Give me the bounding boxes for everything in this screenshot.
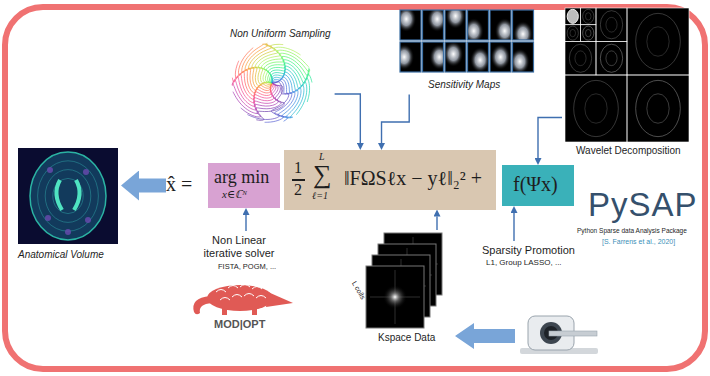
wavelet-image bbox=[565, 8, 689, 142]
math-limit: ℓ=1 bbox=[312, 190, 328, 202]
math-operator: arg min bbox=[214, 167, 269, 188]
image-caption: Anatomical Volume bbox=[18, 249, 104, 261]
annotation: Non Linear iterative solver bbox=[196, 234, 282, 259]
pangolin-logo bbox=[193, 285, 293, 316]
leader-arrow bbox=[245, 215, 246, 231]
block-arrow bbox=[139, 179, 166, 193]
math-term: f(Ψx) bbox=[513, 173, 558, 196]
math-sum: ∑ bbox=[313, 160, 332, 190]
annotation: Sparsity Promotion bbox=[482, 244, 575, 257]
image-panel: Sensitivity Maps bbox=[398, 8, 538, 95]
mri-scanner bbox=[520, 316, 598, 354]
citation: [S. Farrens et al., 2020] bbox=[602, 238, 675, 246]
flow-arrow bbox=[335, 94, 361, 143]
annotation-detail: L1, Group LASSO, ... bbox=[486, 258, 562, 267]
annotation-detail: FISTA, POGM, ... bbox=[218, 263, 276, 272]
block-arrow bbox=[455, 323, 515, 349]
image-caption: Kspace Data bbox=[378, 332, 435, 344]
math-number: 1 bbox=[294, 159, 302, 177]
math-term: x̂ = bbox=[166, 173, 192, 196]
image-caption: Wavelet Decomposition bbox=[576, 145, 681, 157]
image-caption: Non Uniform Sampling bbox=[230, 28, 331, 40]
regularizer-box: f(Ψx) bbox=[502, 165, 574, 206]
logo-text: MOD|OPT bbox=[214, 318, 265, 331]
brain-image bbox=[18, 148, 118, 244]
fraction-bar bbox=[292, 179, 305, 181]
image-caption: Sensitivity Maps bbox=[428, 79, 500, 91]
solver-box: x̂ = arg minx∈ℂᴺ bbox=[166, 163, 280, 208]
image-panel: L coilsKspace Data bbox=[350, 230, 450, 346]
flow-arrow bbox=[436, 217, 437, 231]
image-panel: Wavelet Decomposition bbox=[562, 8, 692, 160]
logo-subtitle: Python Sparse data Analysis Package bbox=[577, 227, 687, 234]
math-subscript: x∈ℂᴺ bbox=[222, 188, 247, 201]
math-term: ‖FΩSℓx − yℓ‖₂² + bbox=[344, 167, 482, 190]
image-panel: Non Uniform Sampling bbox=[222, 28, 335, 125]
flow-arrow bbox=[538, 117, 562, 158]
kspace-stack bbox=[366, 233, 442, 328]
axis-label: L coils bbox=[350, 280, 367, 301]
sensitivity-maps bbox=[394, 3, 533, 75]
math-number: 2 bbox=[294, 181, 302, 199]
sampling-pattern bbox=[232, 43, 312, 122]
data-term-box: 12L∑ℓ=1‖FΩSℓx − yℓ‖₂² + bbox=[284, 150, 496, 210]
logo-text: PySAP bbox=[588, 186, 698, 224]
image-panel: Anatomical Volume bbox=[15, 148, 121, 266]
flow-arrow bbox=[382, 95, 410, 144]
leader-arrow bbox=[513, 213, 514, 241]
outer-frame bbox=[5, 7, 705, 369]
